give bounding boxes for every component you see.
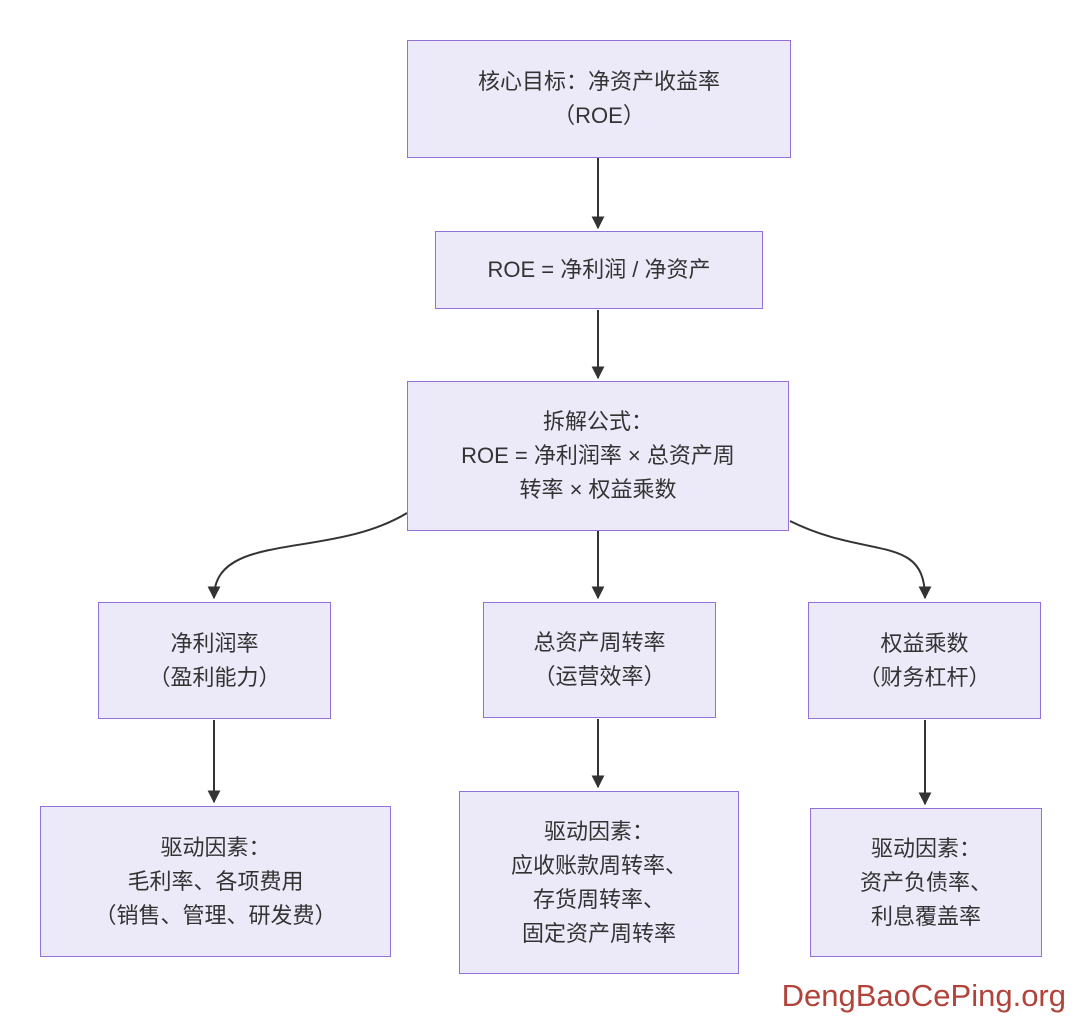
node-asset-turnover: 总资产周转率 （运营效率） bbox=[483, 602, 716, 718]
node-margin-drivers: 驱动因素： 毛利率、各项费用 （销售、管理、研发费） bbox=[40, 806, 391, 957]
edge-decompose-to-equity-multiplier bbox=[789, 520, 932, 600]
node-roe-formula: ROE = 净利润 / 净资产 bbox=[435, 231, 763, 309]
node-net-margin: 净利润率 （盈利能力） bbox=[98, 602, 331, 719]
edge-decompose-to-net-margin bbox=[207, 512, 408, 600]
node-decompose-formula: 拆解公式： ROE = 净利润率 × 总资产周 转率 × 权益乘数 bbox=[407, 381, 789, 531]
watermark-text: DengBaoCePing.org bbox=[781, 978, 1066, 1013]
node-turnover-drivers: 驱动因素： 应收账款周转率、 存货周转率、 固定资产周转率 bbox=[459, 791, 739, 974]
node-core-goal: 核心目标：净资产收益率 （ROE） bbox=[407, 40, 791, 158]
node-equity-multiplier: 权益乘数 （财务杠杆） bbox=[808, 602, 1041, 719]
node-leverage-drivers: 驱动因素： 资产负债率、 利息覆盖率 bbox=[810, 808, 1042, 957]
